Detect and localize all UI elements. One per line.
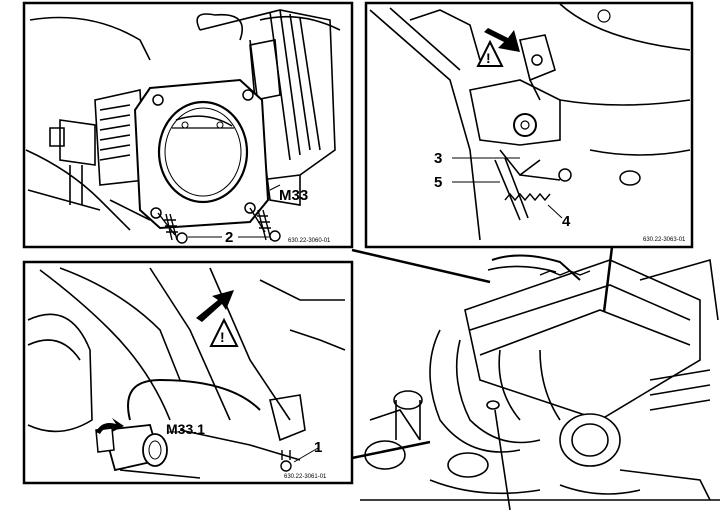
curved-arrow-icon bbox=[96, 418, 124, 434]
label-m33: M33 bbox=[279, 187, 308, 204]
warning-triangle-icon: ! bbox=[476, 39, 504, 67]
label-part-5: 5 bbox=[434, 174, 442, 191]
label-part-4: 4 bbox=[562, 213, 571, 230]
label-bolt-1: 1 bbox=[314, 439, 322, 456]
panel-connector: ! M33.1 1 630.22-3061-01 bbox=[22, 260, 354, 485]
svg-text:!: ! bbox=[220, 329, 225, 345]
throttle-screws bbox=[157, 207, 281, 244]
pointer-arrow-icon bbox=[196, 290, 234, 322]
pointer-arrow-icon bbox=[484, 28, 520, 52]
label-screws-2: 2 bbox=[225, 229, 233, 246]
panel-linkage: ! 3 5 4 630.22-3063-01 bbox=[364, 1, 694, 249]
svg-text:!: ! bbox=[486, 50, 491, 66]
ref-code-connector: 630.22-3061-01 bbox=[284, 474, 327, 480]
callout-lines bbox=[351, 246, 614, 460]
panel-engine-overview bbox=[360, 254, 720, 511]
label-part-3: 3 bbox=[434, 150, 442, 167]
bolt-1 bbox=[280, 450, 292, 472]
panel-throttle-body: M33 2 630.22-3060-01 bbox=[22, 1, 354, 249]
label-m33-1: M33.1 bbox=[166, 421, 205, 437]
ref-code-linkage: 630.22-3063-01 bbox=[643, 237, 686, 243]
ref-code-throttle: 630.22-3060-01 bbox=[288, 238, 331, 244]
warning-triangle-icon: ! bbox=[209, 317, 239, 347]
